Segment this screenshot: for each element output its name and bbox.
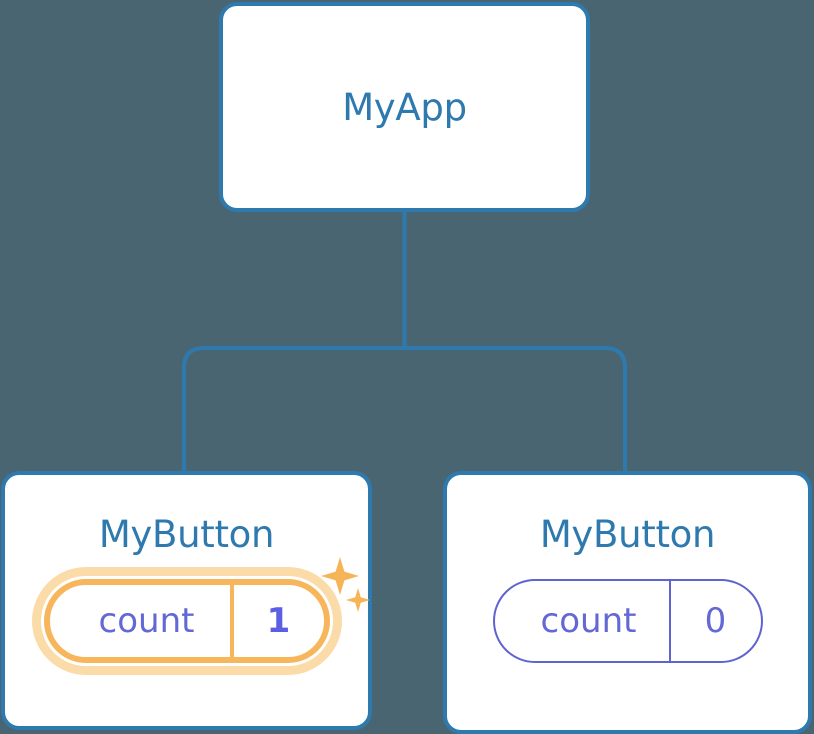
edge-bus-right — [404, 346, 627, 471]
state-key-0: count — [98, 601, 195, 641]
state-pill-wrap-0: count 1 — [31, 557, 370, 675]
node-card-root[interactable]: MyApp — [219, 2, 590, 212]
edge-bus-left — [182, 346, 405, 471]
state-pill-0[interactable]: count 1 — [43, 579, 330, 663]
node-card-mybutton-0[interactable]: MyButton count 1 — [1, 471, 372, 730]
node-title-root: MyApp — [342, 85, 467, 129]
state-value-0: 1 — [229, 585, 324, 657]
sparkle-icon — [320, 557, 359, 595]
state-pill-1[interactable]: count 0 — [492, 579, 763, 663]
state-key-1: count — [540, 601, 637, 641]
state-pill-wrap-1: count 0 — [492, 579, 763, 663]
node-card-mybutton-1[interactable]: MyButton count 0 — [443, 471, 812, 734]
sparkle-small-icon — [345, 588, 370, 612]
node-title-mybutton-1: MyButton — [539, 513, 716, 556]
node-title-mybutton-0: MyButton — [98, 513, 275, 556]
state-value-1: 0 — [668, 581, 761, 661]
